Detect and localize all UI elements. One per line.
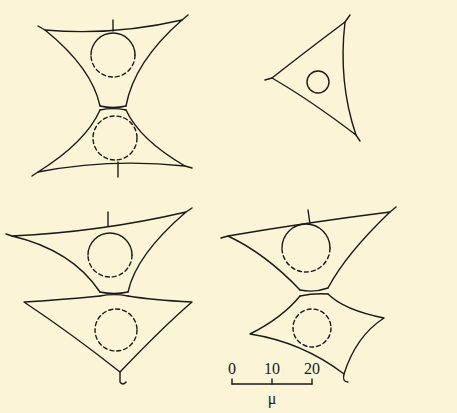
desmid-cell xyxy=(6,208,192,384)
scale-unit: μ xyxy=(268,391,277,407)
scale-bar xyxy=(232,379,312,384)
scale-number: 0 xyxy=(228,361,236,377)
desmid-cell xyxy=(32,15,192,177)
scale-number: 10 xyxy=(264,361,280,377)
desmid-cell xyxy=(221,207,396,382)
desmid-end-view xyxy=(265,15,360,141)
scale-number: 20 xyxy=(304,361,320,377)
